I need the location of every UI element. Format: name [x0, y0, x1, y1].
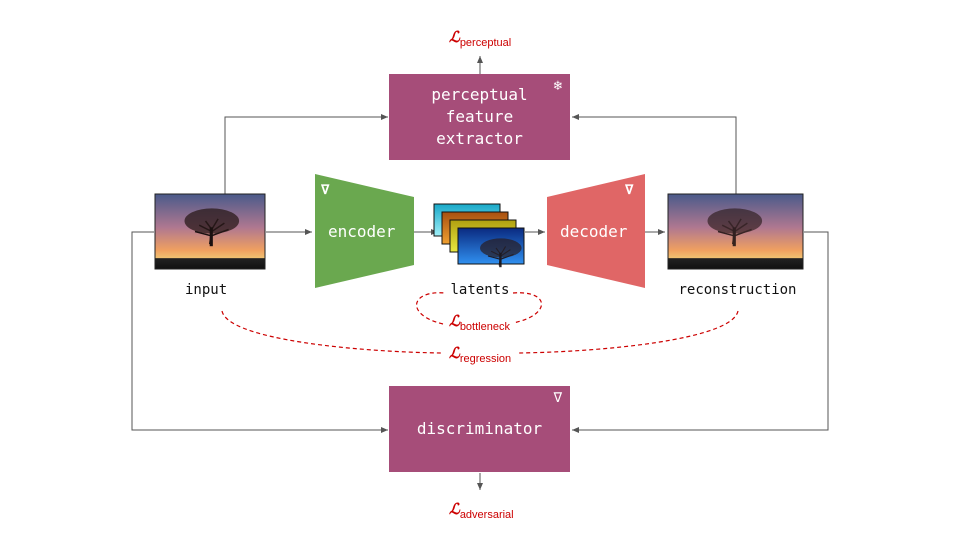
edge-reconstruction-discriminator [572, 231, 829, 433]
edge-input-discriminator [131, 231, 388, 433]
connectors [131, 56, 829, 490]
loss-symbol: ℒ [449, 28, 460, 46]
perceptual-label-line-1: perceptual [431, 85, 528, 104]
regression-loss-curve-right [517, 310, 739, 354]
input-caption: input [185, 282, 228, 298]
edge-reconstruction-perceptual [572, 114, 737, 194]
decoder-nabla-icon: ∇ [625, 182, 634, 198]
loss-symbol: ℒ [449, 344, 460, 362]
discriminator: discriminator ∇ [389, 386, 570, 472]
reconstruction-caption: reconstruction [678, 282, 797, 298]
perceptual-label-line-3: extractor [436, 129, 523, 148]
regression-loss-curve-left [221, 310, 443, 354]
loss-perceptual: ℒperceptual [449, 28, 512, 49]
latents-stack [433, 203, 525, 268]
perceptual-label-line-2: feature [445, 107, 514, 126]
gradient-nabla-icon: ∇ [553, 390, 562, 406]
decoder-label: decoder [560, 222, 628, 241]
perceptual-feature-extractor: perceptual feature extractor ❄ [389, 74, 570, 160]
encoder-label: encoder [328, 222, 396, 241]
reconstruction-image [667, 193, 804, 270]
snowflake-icon: ❄ [553, 78, 562, 94]
encoder-shape [315, 174, 414, 288]
edge-input-perceptual [224, 114, 388, 194]
encoder-nabla-icon: ∇ [321, 182, 330, 198]
bottleneck-loss-curve [416, 292, 542, 325]
loss-bottleneck: ℒbottleneck [449, 312, 510, 333]
loss-adversarial: ℒadversarial [449, 500, 514, 521]
loss-regression: ℒregression [449, 344, 512, 365]
decoder-shape [547, 174, 645, 288]
loss-symbol: ℒ [449, 500, 460, 518]
latents-caption: latents [450, 282, 510, 298]
input-image [154, 193, 266, 270]
loss-symbol: ℒ [449, 312, 460, 330]
discriminator-label: discriminator [416, 419, 543, 438]
